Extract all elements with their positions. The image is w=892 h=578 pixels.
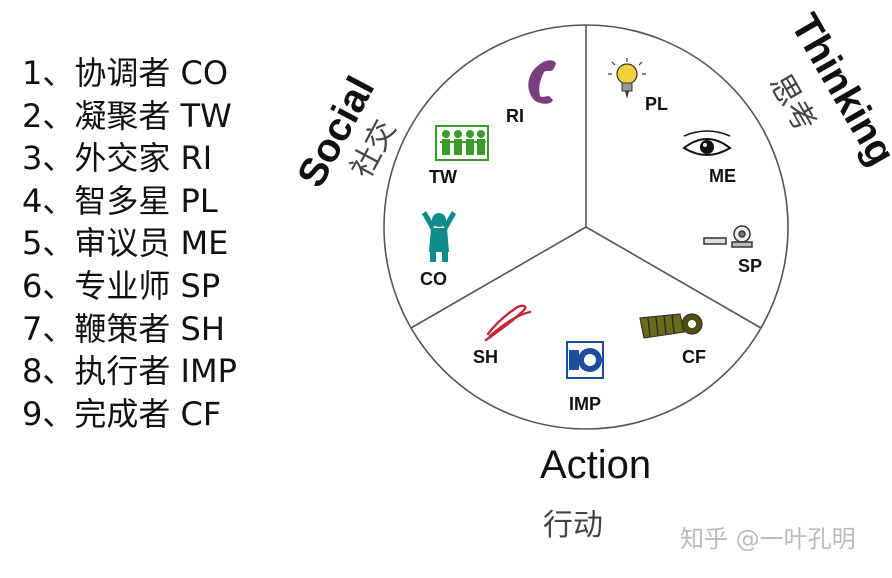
role-cf: CF	[639, 313, 706, 367]
role-sp: SP	[703, 225, 762, 276]
role-code-pl: PL	[645, 94, 668, 114]
role-code-cf: CF	[682, 347, 706, 367]
role-item-pl: 4、智多星 PL	[22, 181, 218, 220]
role-pl: PL	[608, 58, 668, 114]
phone-icon	[528, 60, 556, 104]
role-imp: IMP	[566, 341, 604, 414]
coordinator-figure-icon	[422, 211, 456, 262]
team-people-icon	[435, 125, 489, 161]
watermark-text: 知乎 @一叶孔明	[680, 525, 856, 553]
implementer-square-icon	[566, 341, 604, 379]
role-item-me: 5、审议员 ME	[22, 224, 229, 263]
role-item-co: 1、协调者 CO	[22, 54, 229, 92]
divider-lower-right	[585, 226, 762, 329]
role-ri: RI	[506, 60, 556, 126]
role-item-tw: 2、凝聚者 TW	[22, 96, 232, 135]
wheel-frame	[383, 24, 789, 430]
role-item-sh: 7、鞭策者 SH	[22, 309, 225, 348]
role-code-sp: SP	[738, 256, 762, 276]
category-action: Action 行动	[540, 443, 651, 543]
lightbulb-icon	[608, 58, 646, 99]
role-sh: SH	[473, 304, 532, 367]
role-code-imp: IMP	[569, 394, 601, 414]
role-list: 1、协调者 CO 2、凝聚者 TW 3、外交家 RI 4、智多星 PL 5、审议…	[22, 52, 237, 435]
role-item-ri: 3、外交家 RI	[22, 139, 213, 178]
role-item-imp: 8、执行者 IMP	[22, 352, 237, 391]
role-code-ri: RI	[506, 106, 524, 126]
role-item-cf: 9、完成者 CF	[22, 394, 222, 433]
eye-icon	[682, 130, 732, 156]
category-social: Social 社交	[289, 70, 403, 195]
wrench-screw-icon	[639, 313, 703, 339]
category-action-en: Action	[540, 443, 651, 487]
category-action-cn: 行动	[543, 508, 603, 543]
role-code-tw: TW	[429, 167, 457, 187]
specialist-tool-icon	[703, 225, 753, 248]
category-thinking: Thinking 思考	[762, 7, 892, 173]
role-tw: TW	[429, 125, 489, 187]
role-item-sp: 6、专业师 SP	[22, 266, 221, 305]
whip-icon	[484, 304, 532, 342]
role-code-me: ME	[709, 166, 736, 186]
role-code-co: CO	[420, 269, 447, 289]
role-code-sh: SH	[473, 347, 498, 367]
role-me: ME	[682, 130, 736, 186]
divider-lower-left	[410, 226, 587, 329]
role-co: CO	[420, 211, 456, 289]
